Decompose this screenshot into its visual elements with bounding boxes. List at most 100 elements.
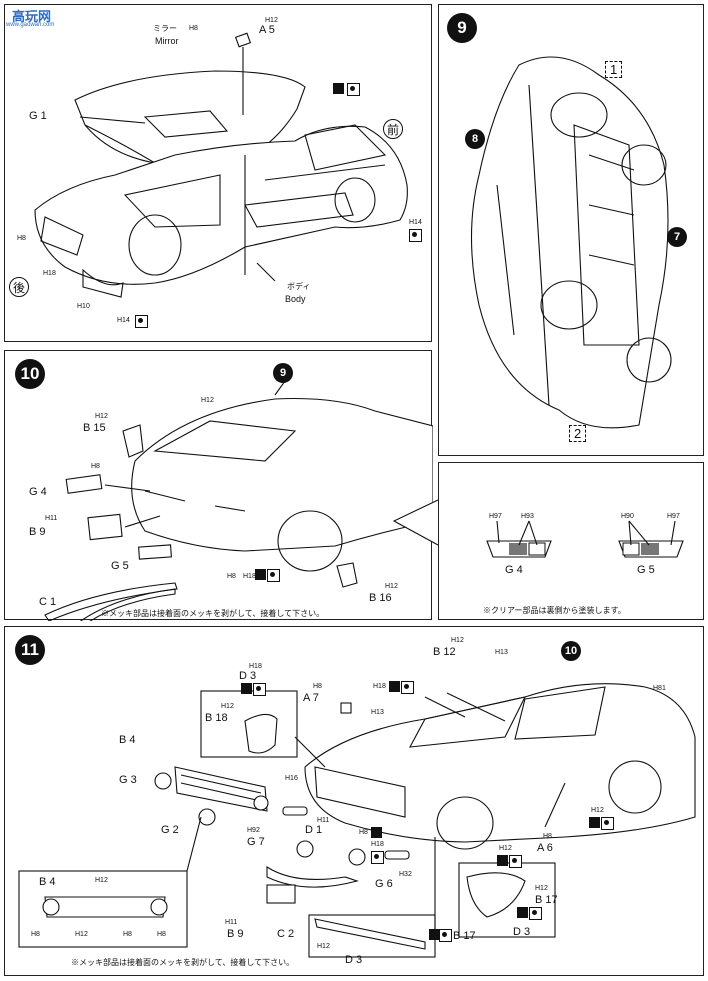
g2-label: G 2 bbox=[161, 824, 179, 836]
h12-label-a: H12 bbox=[221, 703, 234, 710]
d3-label-mid: D 3 bbox=[513, 926, 531, 938]
paint-black-icon bbox=[333, 83, 344, 94]
h18-label-a: H18 bbox=[249, 663, 262, 670]
clear-parts-panel: H97 H93 H90 H97 G 4 G 5 ※クリアー部品は裏側から塗装しま… bbox=[438, 462, 704, 620]
h18-label: H18 bbox=[43, 270, 56, 277]
g6-label: G 6 bbox=[375, 878, 393, 890]
b17-label-a: B 17 bbox=[535, 894, 558, 906]
h10-label: H10 bbox=[77, 303, 90, 310]
h8-label-e: H8 bbox=[123, 931, 132, 938]
paint-chrome-icon bbox=[601, 817, 614, 830]
watermark-brand: 高玩网 bbox=[12, 9, 52, 24]
step10-drawing bbox=[44, 380, 433, 621]
h13-label-b: H13 bbox=[371, 709, 384, 716]
paint-chrome-icon bbox=[135, 315, 148, 328]
h11-label-b: H11 bbox=[225, 919, 238, 926]
a7-label: A 7 bbox=[303, 692, 319, 704]
h12-label-d: H12 bbox=[591, 807, 604, 814]
paint-chrome-icon bbox=[509, 855, 522, 868]
h18-inset-label: H12 bbox=[95, 877, 108, 884]
h18-label-b: H18 bbox=[373, 683, 386, 690]
paint-chrome-icon bbox=[267, 569, 280, 582]
g4-clear-label: G 4 bbox=[505, 564, 523, 576]
h12-inset-label: H12 bbox=[75, 931, 88, 938]
watermark-domain: www.gaowan.com bbox=[6, 22, 55, 28]
g7-label: G 7 bbox=[247, 836, 265, 848]
mirror-h-label: H8 bbox=[189, 25, 198, 32]
h12-label-b: H12 bbox=[201, 397, 214, 404]
paint-black-icon bbox=[497, 855, 508, 866]
h12-label-f: H12 bbox=[317, 943, 330, 950]
callout-7: 7 bbox=[667, 227, 687, 247]
mirror-en-label: Mirror bbox=[155, 36, 179, 46]
paint-chrome-icon bbox=[439, 929, 452, 942]
b12-label: B 12 bbox=[433, 646, 456, 658]
ref-step-10: 10 bbox=[561, 641, 581, 661]
a6-label: A 6 bbox=[537, 842, 553, 854]
step11-drawing bbox=[18, 683, 696, 958]
d3-label-bottom: D 3 bbox=[345, 954, 363, 966]
b15-label: B 15 bbox=[83, 422, 106, 434]
h14-label-rear: H14 bbox=[117, 317, 130, 324]
step8-drawing bbox=[34, 32, 408, 298]
clear-parts-drawing bbox=[486, 520, 684, 558]
d3-label-top: D 3 bbox=[239, 670, 257, 682]
step10-number: 10 bbox=[15, 359, 45, 389]
h8-label-a: H8 bbox=[313, 683, 322, 690]
paint-chrome-icon bbox=[409, 229, 422, 242]
h8-label-a: H8 bbox=[91, 463, 100, 470]
b18-label: B 18 bbox=[205, 712, 228, 724]
step10-note: ※メッキ部品は接着面のメッキを剥がして、接着して下さい。 bbox=[101, 609, 325, 618]
h13-label: H13 bbox=[495, 649, 508, 656]
c1-label: C 1 bbox=[39, 596, 57, 608]
paint-black-icon bbox=[371, 827, 382, 838]
h11-label: H11 bbox=[317, 817, 330, 824]
clear-note: ※クリアー部品は裏側から塗装します。 bbox=[483, 606, 626, 615]
b17-label-b: B 17 bbox=[453, 930, 476, 942]
b9-label: B 9 bbox=[227, 928, 244, 940]
paint-black-icon bbox=[255, 569, 266, 580]
paint-chrome-icon bbox=[347, 83, 360, 96]
h97-label-b: H97 bbox=[667, 513, 680, 520]
body-jp-label: ボディ bbox=[287, 282, 311, 291]
h11-label: H11 bbox=[45, 515, 58, 522]
rear-marker: 後 bbox=[9, 277, 29, 297]
front-marker: 前 bbox=[383, 119, 403, 139]
paint-chrome-icon bbox=[401, 681, 414, 694]
paint-black-icon bbox=[517, 907, 528, 918]
watermark-logo: 高玩网 www.gaowan.com bbox=[4, 4, 68, 34]
b4-inset-label: B 4 bbox=[39, 876, 56, 888]
h8-label-c: H8 bbox=[543, 833, 552, 840]
h12-label-e: H12 bbox=[535, 885, 548, 892]
step10-panel: 10 9 B 15 H12 H12 G 4 H8 B 9 H11 G 5 C 1… bbox=[4, 350, 433, 621]
h14-label-front: H14 bbox=[409, 219, 422, 226]
callout-8: 8 bbox=[465, 129, 485, 149]
h16-label: H16 bbox=[285, 775, 298, 782]
step9-panel: 9 1 2 7 8 bbox=[438, 4, 704, 456]
h92-label: H92 bbox=[247, 827, 260, 834]
h81-label: H81 bbox=[653, 685, 666, 692]
h12-label-c: H12 bbox=[499, 845, 512, 852]
h12-label-b: H12 bbox=[451, 637, 464, 644]
paint-chrome-icon bbox=[371, 851, 384, 864]
h32-label: H32 bbox=[399, 871, 412, 878]
h12-label-a: H12 bbox=[95, 413, 108, 420]
c2-label: C 2 bbox=[277, 928, 295, 940]
mirror-part-h-label: H12 bbox=[265, 17, 278, 24]
h93-label: H93 bbox=[521, 513, 534, 520]
mirror-part-label: A 5 bbox=[259, 24, 275, 36]
h97-label-a: H97 bbox=[489, 513, 502, 520]
step11-panel: 11 10 D 3 B 18 H18 H12 A 7 H8 B 12 H12 H… bbox=[4, 626, 704, 976]
h12-label-c: H12 bbox=[385, 583, 398, 590]
callout-2: 2 bbox=[569, 425, 587, 442]
b4-label: B 4 bbox=[119, 734, 136, 746]
h8-label-f: H8 bbox=[157, 931, 166, 938]
g3-label: G 3 bbox=[119, 774, 137, 786]
b16-label: B 16 bbox=[369, 592, 392, 604]
paint-chrome-icon bbox=[529, 907, 542, 920]
h8-label-b: H8 bbox=[227, 573, 236, 580]
h8-label-d: H8 bbox=[31, 931, 40, 938]
ref-step-9: 9 bbox=[273, 363, 293, 383]
body-en-label: Body bbox=[285, 294, 306, 304]
g5-label: G 5 bbox=[111, 560, 129, 572]
